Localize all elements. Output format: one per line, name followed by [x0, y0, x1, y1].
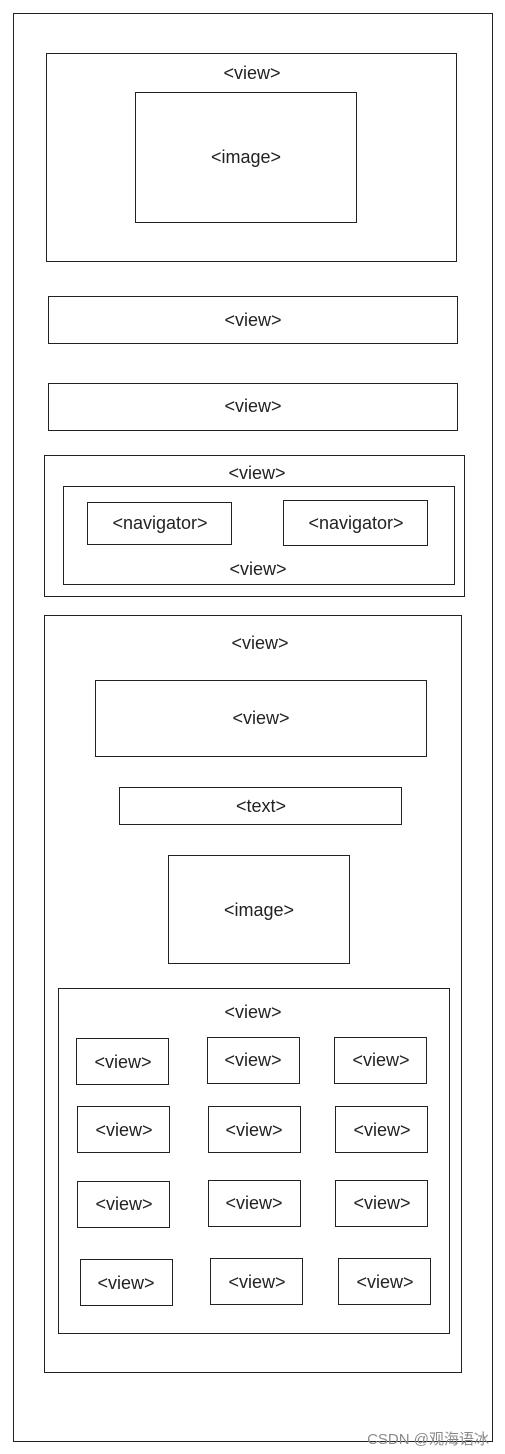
header-view-label: <view>	[223, 63, 281, 83]
grid-cell-r3c3-label: <view>	[353, 1193, 411, 1213]
grid-cell-r3c1-box	[77, 1181, 170, 1228]
grid-cell-r2c1-box	[77, 1106, 170, 1153]
navigator-right-label: <navigator>	[308, 513, 404, 533]
grid-cell-r3c2-box	[208, 1180, 301, 1227]
view-row-1-label: <view>	[224, 310, 282, 330]
grid-cell-r1c1-label: <view>	[94, 1052, 152, 1072]
grid-cell-r1c2-label: <view>	[224, 1050, 282, 1070]
grid-cell-r2c1-label: <view>	[95, 1120, 153, 1140]
content-image-box	[168, 855, 350, 964]
grid-cell-r1c2-box	[207, 1037, 300, 1084]
nav-inner-view-label: <view>	[229, 559, 287, 579]
grid-cell-r3c1-label: <view>	[95, 1194, 153, 1214]
navigator-left-box	[87, 502, 232, 545]
grid-cell-r4c2-label: <view>	[228, 1272, 286, 1292]
content-image-label: <image>	[223, 900, 295, 920]
grid-cell-r2c3-label: <view>	[353, 1120, 411, 1140]
grid-cell-r2c2-box	[208, 1106, 301, 1153]
navigator-left-label: <navigator>	[112, 513, 208, 533]
view-row-1-box	[48, 296, 458, 344]
grid-cell-r3c2-label: <view>	[225, 1193, 283, 1213]
header-image-label: <image>	[210, 147, 282, 167]
watermark-text: CSDN @观海语冰	[367, 1431, 489, 1448]
grid-cell-r2c2-label: <view>	[225, 1120, 283, 1140]
nav-outer-view-label: <view>	[228, 463, 286, 483]
view-row-2-box	[48, 383, 458, 431]
content-inner-view-box	[95, 680, 427, 757]
content-view-label: <view>	[231, 633, 289, 653]
grid-cell-r4c2-box	[210, 1258, 303, 1305]
grid-cell-r4c1-box	[80, 1259, 173, 1306]
grid-cell-r1c1-box	[76, 1038, 169, 1085]
text-label: <text>	[235, 796, 287, 816]
view-row-2-label: <view>	[224, 396, 282, 416]
grid-cell-r4c3-box	[338, 1258, 431, 1305]
grid-cell-r1c3-label: <view>	[352, 1050, 410, 1070]
grid-cell-r3c3-box	[335, 1180, 428, 1227]
grid-cell-r1c3-box	[334, 1037, 427, 1084]
grid-cell-r4c3-label: <view>	[356, 1272, 414, 1292]
navigator-right-box	[283, 500, 428, 546]
grid-cell-r2c3-box	[335, 1106, 428, 1153]
header-image-box	[135, 92, 357, 223]
content-inner-view-label: <view>	[232, 708, 290, 728]
text-box	[119, 787, 402, 825]
grid-cell-r4c1-label: <view>	[97, 1273, 155, 1293]
grid-view-label: <view>	[224, 1002, 282, 1022]
